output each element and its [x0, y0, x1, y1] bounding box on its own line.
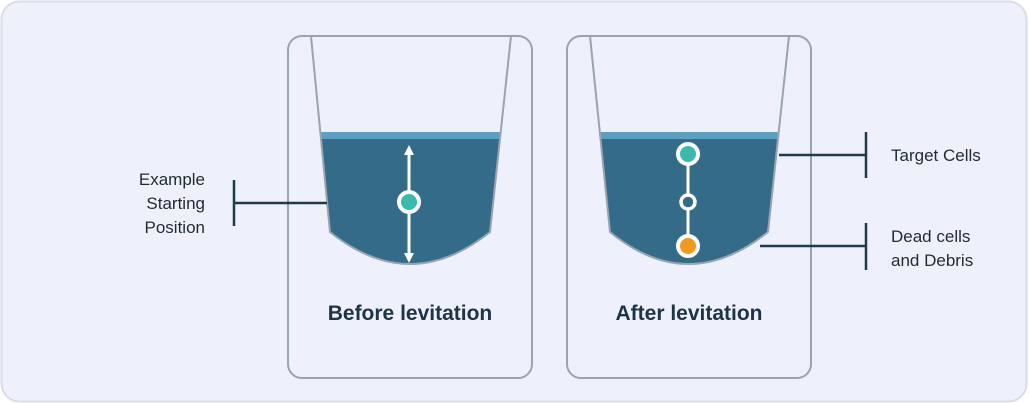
- debris-cell: [676, 234, 700, 258]
- before-caption: Before levitation: [328, 302, 493, 325]
- starting-position-annotation: Example Starting Position: [139, 170, 327, 237]
- starting-position-label-line-2: Starting: [146, 194, 205, 213]
- before-cell: [397, 190, 421, 214]
- debris-label-line-1: Dead cells: [891, 227, 970, 246]
- starting-position-label-line-3: Position: [145, 218, 205, 237]
- target-cells-annotation: Target Cells: [779, 132, 981, 178]
- before-beaker-walls: [310, 35, 512, 265]
- before-beaker-group: Before levitation: [287, 35, 533, 379]
- debris-annotation: Dead cells and Debris: [760, 223, 973, 270]
- after-beaker-walls: [589, 35, 790, 265]
- transit-cell: [679, 193, 697, 211]
- starting-position-label-line-1: Example: [139, 170, 205, 189]
- debris-label-line-2: and Debris: [891, 251, 973, 270]
- target-cells-label: Target Cells: [891, 146, 981, 165]
- target-cell: [676, 142, 700, 166]
- after-liquid-surface: [600, 132, 779, 139]
- after-caption: After levitation: [615, 302, 762, 325]
- after-beaker-group: After levitation: [566, 35, 812, 379]
- before-liquid-surface: [320, 132, 501, 139]
